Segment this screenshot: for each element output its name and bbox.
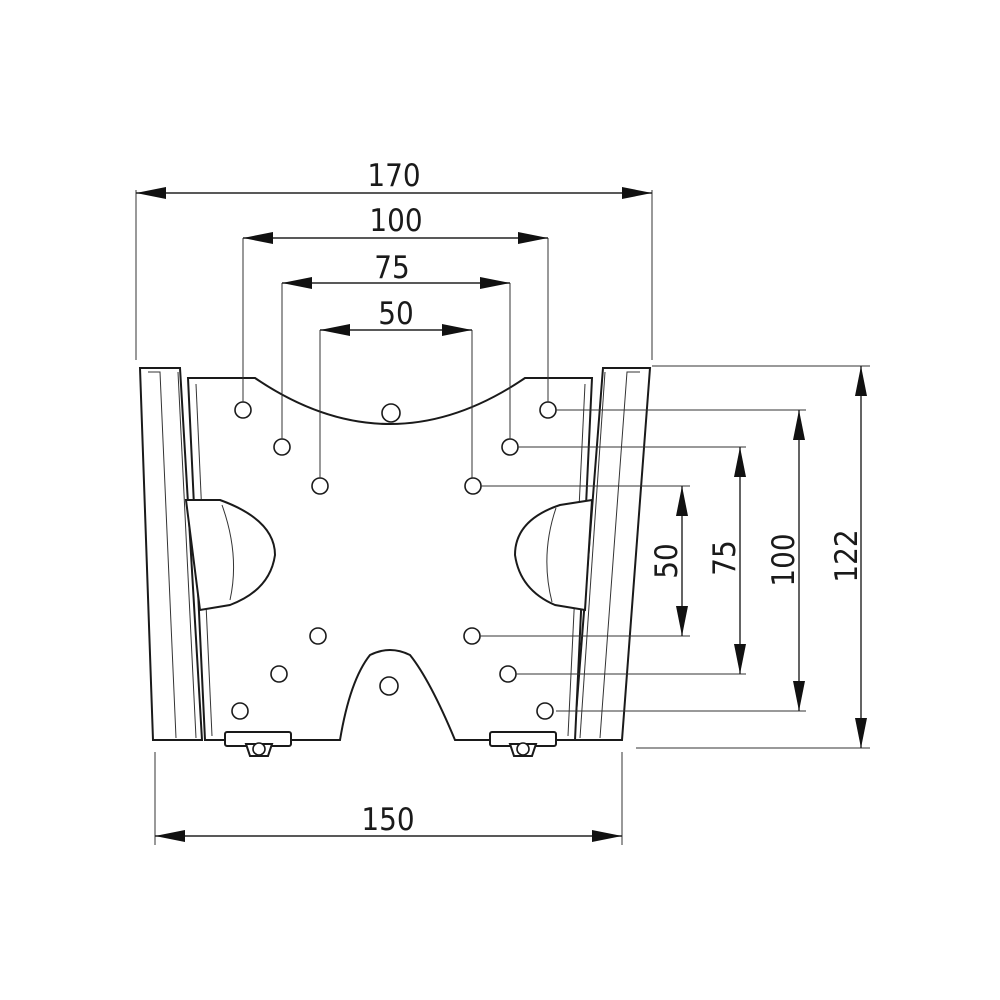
dim-170: 170	[136, 158, 652, 199]
bottom-clip-left	[224, 731, 292, 757]
left-wing	[184, 499, 277, 612]
dim-100-horizontal: 100	[243, 203, 548, 244]
dim-label-50-v: 50	[649, 543, 685, 578]
dim-label-75-v: 75	[707, 540, 743, 575]
dim-50-vertical: 50	[649, 486, 688, 636]
right-rail	[572, 367, 652, 741]
left-rail	[138, 367, 204, 741]
wall-bracket	[138, 367, 652, 757]
dim-label-100-h: 100	[369, 203, 422, 239]
mounting-plate	[186, 377, 594, 741]
dim-label-170: 170	[367, 158, 420, 194]
dim-100-vertical: 100	[766, 410, 805, 711]
dim-50-horizontal: 50	[320, 296, 472, 336]
dim-label-122: 122	[829, 529, 865, 582]
dim-label-75-h: 75	[374, 250, 409, 286]
bottom-clip-right	[489, 731, 557, 757]
dim-122-vertical: 122	[829, 366, 867, 748]
dim-label-50-h: 50	[378, 296, 413, 332]
dim-label-100-v: 100	[766, 533, 802, 586]
dim-150: 150	[154, 752, 623, 845]
dim-label-150: 150	[361, 802, 414, 838]
right-wing	[513, 498, 594, 612]
right-dimensions: 50 75 100 122	[480, 365, 870, 749]
dim-75-horizontal: 75	[282, 250, 510, 289]
vesa-holes	[231, 401, 557, 720]
dim-75-vertical: 75	[707, 447, 746, 674]
top-dimensions: 170 100 75 50	[135, 158, 653, 478]
